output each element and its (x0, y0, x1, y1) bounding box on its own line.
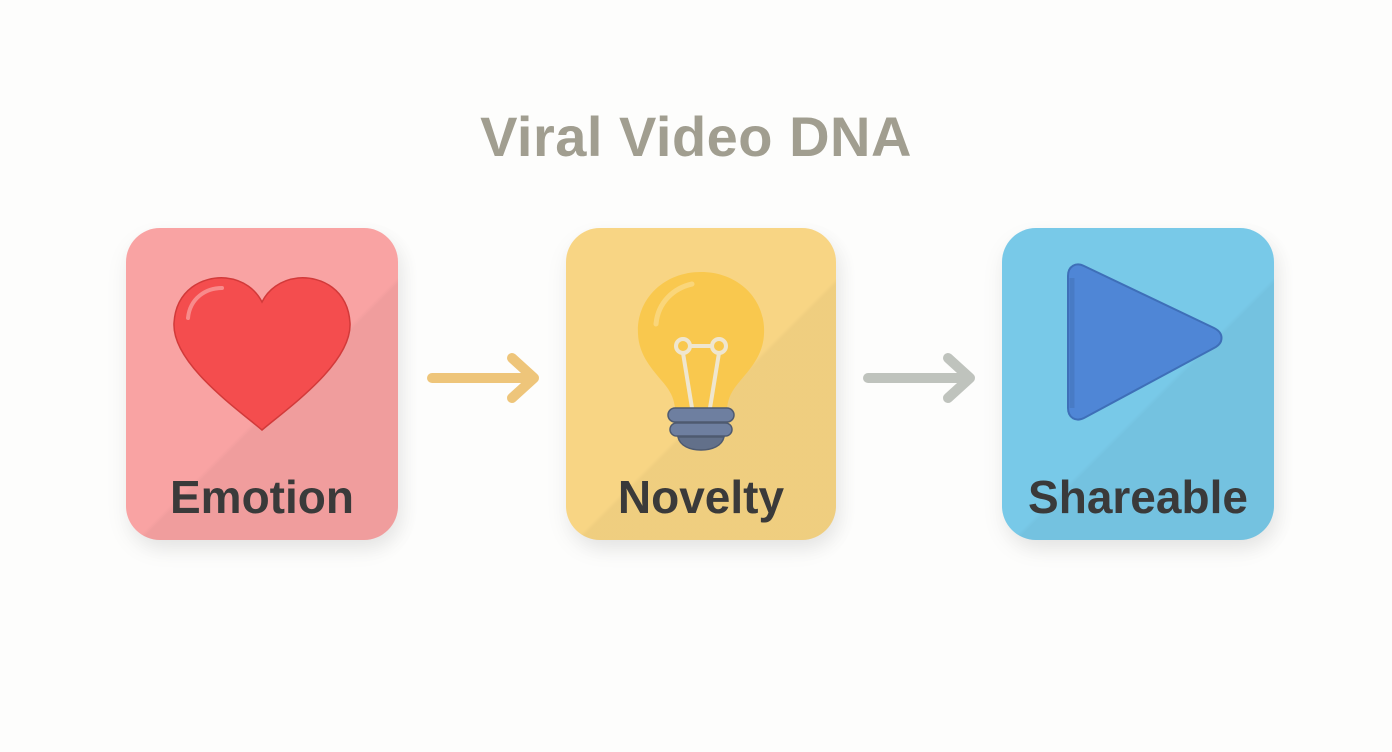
step-card-emotion: Emotion (126, 228, 398, 540)
step-card-shareable: Shareable (1002, 228, 1274, 540)
play-icon (1067, 263, 1223, 421)
step-label: Emotion (170, 471, 354, 523)
arrow-right-icon (427, 353, 539, 403)
step-label: Novelty (617, 471, 785, 523)
arrow-right-icon (863, 353, 975, 403)
step-card-novelty: Novelty (566, 228, 836, 540)
step-label: Shareable (1028, 471, 1248, 523)
diagram-title: Viral Video DNA (480, 105, 912, 168)
lightbulb-icon (637, 272, 765, 451)
heart-icon (173, 277, 351, 431)
